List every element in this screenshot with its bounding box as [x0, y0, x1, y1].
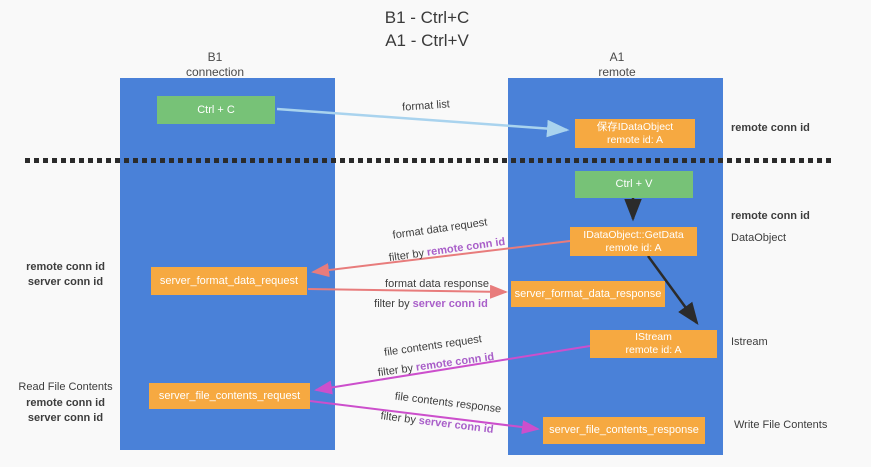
- label-format-list: format list: [401, 98, 451, 114]
- left-label-server-conn-id-bottom: server conn id: [27, 412, 104, 424]
- label-format-data-request: format data request: [391, 216, 489, 242]
- box-ctrl-v-label: Ctrl + V: [615, 178, 653, 190]
- remote-conn-id-text: remote conn id: [426, 235, 506, 259]
- box-server-file-contents-request-label: server_file_contents_request: [158, 389, 301, 402]
- right-label-write-file-contents: Write File Contents: [734, 419, 828, 431]
- right-label-istream: Istream: [731, 336, 768, 348]
- box-istream-line2: remote id: A: [625, 344, 682, 356]
- lifeline-a1-header: A1 remote: [598, 50, 635, 80]
- box-istream-line1: IStream: [635, 331, 672, 343]
- lifeline-b1-name: B1: [207, 50, 223, 64]
- label-filter-remote-1: filter byremote conn id: [388, 236, 506, 264]
- right-label-remote-conn-id-mid: remote conn id: [731, 210, 810, 222]
- remote-conn-id-text: remote conn id: [415, 350, 495, 374]
- box-ctrl-c: Ctrl + C: [157, 96, 275, 124]
- lifeline-b1-role: connection: [185, 65, 245, 79]
- box-save-idataobject: 保存IDataObject remote id: A: [575, 119, 695, 148]
- box-idataobject-getdata-line2: remote id: A: [605, 241, 662, 254]
- right-label-remote-conn-id-top: remote conn id: [731, 122, 810, 134]
- box-server-file-contents-response-label: server_file_contents_response: [549, 424, 699, 436]
- server-conn-id-text: server conn id: [418, 414, 495, 436]
- right-label-dataobject: DataObject: [731, 232, 787, 244]
- label-file-contents-response: file contents response: [394, 390, 502, 416]
- box-idataobject-getdata: IDataObject::GetData remote id: A: [570, 227, 697, 256]
- filter-by-text: filter by: [379, 410, 417, 427]
- box-istream: IStream remote id: A: [590, 330, 717, 358]
- lifeline-a1-name: A1: [609, 50, 625, 64]
- left-label-remote-conn-id-mid: remote conn id: [26, 261, 105, 273]
- filter-by-text: filter by: [374, 298, 410, 310]
- box-save-idataobject-line2: remote id: A: [606, 133, 664, 146]
- box-ctrl-c-label: Ctrl + C: [197, 103, 235, 116]
- server-conn-id-text: server conn id: [412, 298, 488, 310]
- box-server-format-data-response: server_format_data_response: [511, 281, 665, 307]
- lifeline-b1-header: B1 connection: [186, 50, 244, 80]
- lifeline-a1-role: remote: [598, 65, 636, 79]
- box-save-idataobject-line1: 保存IDataObject: [596, 120, 674, 133]
- box-server-format-data-request: server_format_data_request: [151, 267, 307, 295]
- left-label-remote-conn-id-bottom: remote conn id: [26, 397, 105, 409]
- left-label-read-file-contents: Read File Contents: [18, 381, 113, 393]
- phase-divider-dashed-line: [25, 158, 831, 163]
- filter-by-text: filter by: [377, 362, 414, 380]
- left-label-server-conn-id-mid: server conn id: [27, 276, 104, 288]
- box-server-format-data-request-label: server_format_data_request: [159, 274, 299, 287]
- box-server-format-data-response-label: server_format_data_response: [514, 287, 662, 300]
- box-server-file-contents-response: server_file_contents_response: [543, 417, 705, 444]
- title-line-2: A1 - Ctrl+V: [385, 31, 469, 50]
- filter-by-text: filter by: [388, 247, 425, 265]
- title-line-1: B1 - Ctrl+C: [384, 8, 470, 27]
- box-ctrl-v: Ctrl + V: [575, 171, 693, 198]
- box-server-file-contents-request: server_file_contents_request: [149, 383, 310, 409]
- label-format-data-response: format data response: [385, 278, 489, 290]
- box-idataobject-getdata-line1: IDataObject::GetData: [583, 228, 684, 241]
- diagram-title: B1 - Ctrl+C A1 - Ctrl+V: [385, 6, 470, 52]
